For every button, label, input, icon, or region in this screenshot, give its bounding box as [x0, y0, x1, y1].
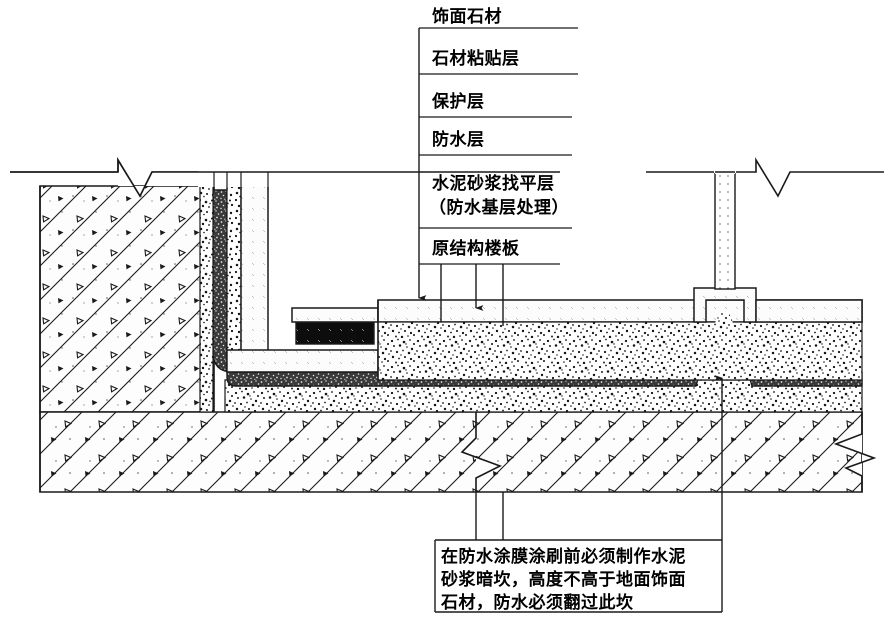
wall-buildup-layers	[198, 170, 560, 413]
structural-slab	[39, 186, 877, 493]
label-waterproof-layer: 防水层	[432, 130, 485, 150]
slab-break-symbol	[460, 412, 503, 492]
note-line-2: 砂浆暗坎，高度不高于地面饰面	[441, 570, 686, 590]
note-line-3: 石材，防水必须翻过此坎	[441, 593, 634, 613]
skirting-base-detail	[226, 307, 379, 373]
partition-frame	[646, 157, 884, 323]
mortar-sill	[702, 310, 746, 372]
label-mortar-leveling: 水泥砂浆找平层	[432, 174, 555, 194]
note-leader-lines	[434, 375, 723, 613]
label-protection-layer: 保护层	[432, 92, 485, 112]
label-stone-bonding: 石材粘贴层	[432, 49, 520, 69]
leader-lines	[418, 27, 578, 326]
label-mortar-leveling-sub: （防水基层处理）	[429, 198, 569, 218]
note-line-1: 在防水涂膜涂刷前必须制作水泥	[441, 547, 686, 567]
label-structural-slab: 原结构楼板	[432, 239, 520, 259]
label-finish-stone: 饰面石材	[432, 7, 502, 27]
